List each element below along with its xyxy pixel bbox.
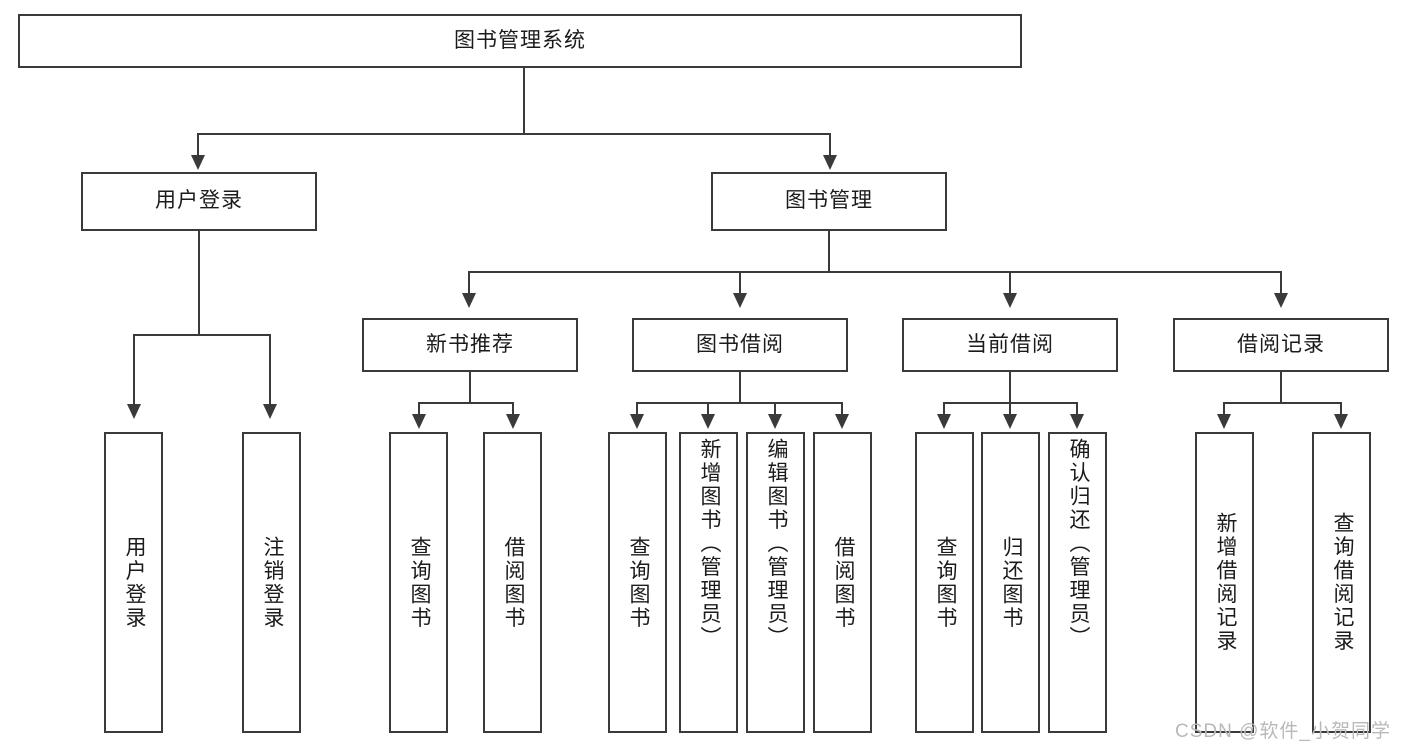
leaf-book-borrow-borrow-book[interactable]: 借阅图书: [813, 432, 872, 733]
node-label: 借阅图书: [831, 535, 855, 630]
node-label: 图书管理: [785, 189, 873, 213]
node-label: 归还图书: [999, 535, 1023, 630]
leaf-user-login[interactable]: 用户登录: [104, 432, 163, 733]
node-label: 借阅记录: [1237, 332, 1325, 356]
connector-bm-to-borrow-record: [1280, 271, 1283, 295]
node-label: 新增借阅记录: [1213, 512, 1237, 653]
leaf-borrow-record-add-record[interactable]: 新增借阅记录: [1195, 432, 1254, 733]
node-root-book-management-system[interactable]: 图书管理系统: [18, 14, 1022, 68]
node-label: 借阅图书: [501, 535, 525, 630]
connector-cb-to-leaf-1: [943, 402, 946, 416]
connector-cb-to-leaf-3: [1076, 402, 1079, 416]
node-new-book-recommend[interactable]: 新书推荐: [362, 318, 578, 372]
node-label: 编辑图书（管理员）: [764, 438, 788, 650]
connector-new-book-to-leaf-2: [512, 402, 515, 416]
leaf-book-borrow-query-book[interactable]: 查询图书: [608, 432, 667, 733]
arrow-user-login-to-leaf-2: [263, 404, 277, 419]
connector-br-to-leaf-1: [1223, 402, 1226, 416]
arrow-bm-to-book-borrow: [733, 293, 747, 308]
node-label: 当前借阅: [966, 332, 1054, 356]
leaf-current-borrow-confirm-return-admin[interactable]: 确认归还（管理员）: [1048, 432, 1107, 733]
node-book-borrow[interactable]: 图书借阅: [632, 318, 848, 372]
leaf-current-borrow-return-book[interactable]: 归还图书: [981, 432, 1040, 733]
arrow-root-to-book-management: [823, 155, 837, 170]
leaf-new-book-borrow-book[interactable]: 借阅图书: [483, 432, 542, 733]
connector-current-borrow-trunk: [1009, 372, 1012, 404]
connector-root-trunk: [523, 68, 526, 134]
connector-user-login-to-leaf-2: [269, 334, 272, 406]
arrow-bb-to-leaf-1: [630, 414, 644, 429]
node-label: 新增图书（管理员）: [697, 438, 721, 650]
connector-user-login-bus: [133, 334, 270, 337]
node-label: 注销登录: [260, 535, 284, 630]
connector-bb-to-leaf-3: [774, 402, 777, 416]
connector-bm-to-current-borrow: [1009, 271, 1012, 295]
leaf-borrow-record-query-record[interactable]: 查询借阅记录: [1312, 432, 1371, 733]
node-label: 用户登录: [155, 189, 243, 213]
arrow-br-to-leaf-2: [1334, 414, 1348, 429]
node-book-management[interactable]: 图书管理: [711, 172, 947, 231]
node-label: 图书管理系统: [454, 28, 586, 52]
node-label: 查询图书: [626, 535, 650, 630]
connector-root-to-book-management: [829, 133, 832, 157]
arrow-bb-to-leaf-4: [835, 414, 849, 429]
arrow-new-book-to-leaf-2: [506, 414, 520, 429]
node-label: 新书推荐: [426, 332, 514, 356]
connector-bb-to-leaf-4: [841, 402, 844, 416]
arrow-bb-to-leaf-3: [768, 414, 782, 429]
connector-br-to-leaf-2: [1340, 402, 1343, 416]
leaf-book-borrow-add-book-admin[interactable]: 新增图书（管理员）: [679, 432, 738, 733]
connector-book-borrow-trunk: [739, 372, 742, 404]
connector-new-book-bus: [418, 402, 514, 405]
node-borrow-record[interactable]: 借阅记录: [1173, 318, 1389, 372]
arrow-cb-to-leaf-2: [1003, 414, 1017, 429]
arrow-bm-to-new-book: [462, 293, 476, 308]
leaf-current-borrow-query-book[interactable]: 查询图书: [915, 432, 974, 733]
leaf-new-book-query-book[interactable]: 查询图书: [389, 432, 448, 733]
node-label: 确认归还（管理员）: [1066, 438, 1090, 650]
connector-bb-to-leaf-1: [636, 402, 639, 416]
arrow-new-book-to-leaf-1: [412, 414, 426, 429]
node-label: 查询借阅记录: [1330, 512, 1354, 653]
node-user-login[interactable]: 用户登录: [81, 172, 317, 231]
leaf-book-borrow-edit-book-admin[interactable]: 编辑图书（管理员）: [746, 432, 805, 733]
connector-book-management-trunk: [828, 231, 831, 273]
connector-user-login-to-leaf-1: [133, 334, 136, 406]
arrow-br-to-leaf-1: [1217, 414, 1231, 429]
connector-bm-to-new-book: [468, 271, 471, 295]
connector-bm-to-book-borrow: [739, 271, 742, 295]
node-label: 查询图书: [407, 535, 431, 630]
node-label: 图书借阅: [696, 332, 784, 356]
arrow-bm-to-current-borrow: [1003, 293, 1017, 308]
connector-borrow-record-bus: [1223, 402, 1341, 405]
arrow-user-login-to-leaf-1: [127, 404, 141, 419]
connector-new-book-to-leaf-1: [418, 402, 421, 416]
arrow-root-to-user-login: [191, 155, 205, 170]
connector-new-book-trunk: [469, 372, 472, 404]
arrow-cb-to-leaf-3: [1070, 414, 1084, 429]
arrow-bm-to-borrow-record: [1274, 293, 1288, 308]
connector-root-to-user-login: [197, 133, 200, 157]
connector-cb-to-leaf-2: [1009, 402, 1012, 416]
arrow-cb-to-leaf-1: [937, 414, 951, 429]
leaf-logout[interactable]: 注销登录: [242, 432, 301, 733]
connector-user-login-trunk: [198, 231, 201, 335]
node-label: 用户登录: [122, 535, 146, 630]
connector-book-management-bus: [468, 271, 1282, 274]
connector-book-borrow-bus: [636, 402, 842, 405]
connector-root-bus: [197, 133, 831, 136]
node-label: 查询图书: [933, 535, 957, 630]
connector-borrow-record-trunk: [1280, 372, 1283, 404]
arrow-bb-to-leaf-2: [701, 414, 715, 429]
node-current-borrow[interactable]: 当前借阅: [902, 318, 1118, 372]
connector-bb-to-leaf-2: [707, 402, 710, 416]
